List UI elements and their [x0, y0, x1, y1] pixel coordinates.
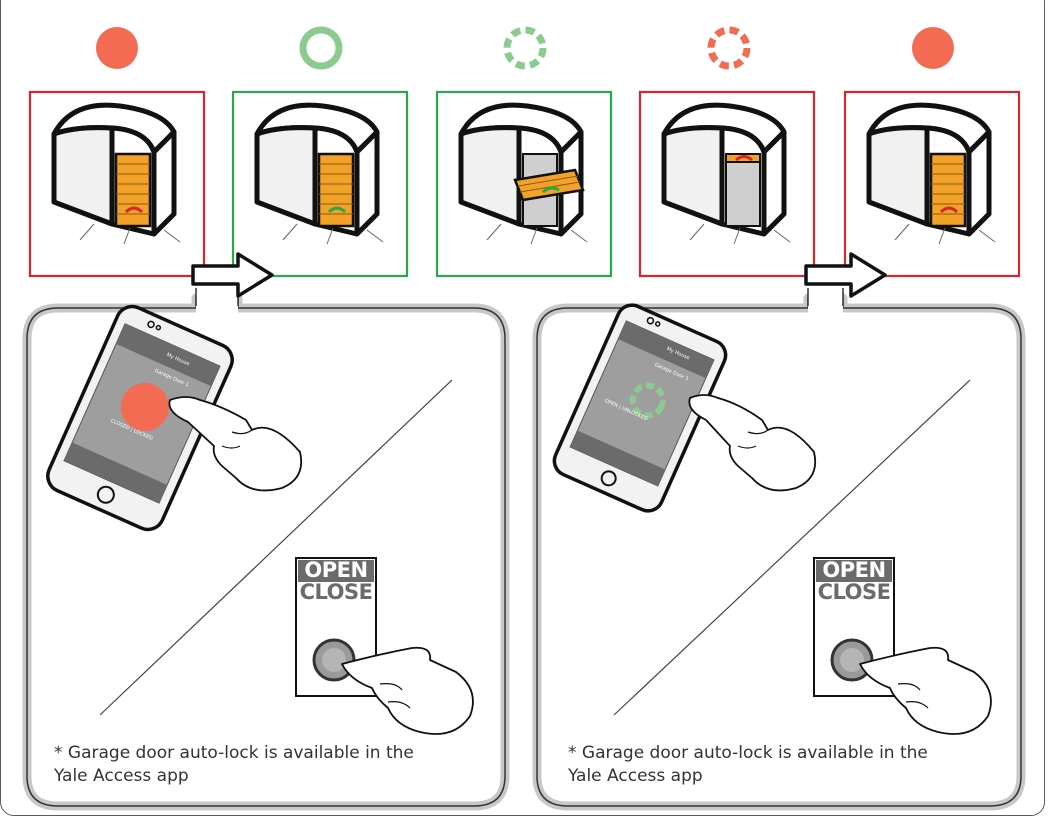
pointing-hand-icon: [859, 646, 992, 735]
smartphone-1: [46, 304, 234, 532]
pointing-hand-icon: [168, 396, 303, 492]
stage-frame-locked: [28, 90, 206, 278]
auto-lock-note: * Garage door auto-lock is available in …: [54, 743, 414, 786]
unlock-indicator-ring: [299, 26, 343, 70]
lock-control-button: [120, 383, 169, 432]
garage-closing-icon: [664, 105, 790, 244]
close-label: CLOSE: [816, 580, 892, 604]
garage-opening-icon: [461, 105, 587, 244]
garage-closed-icon: [257, 105, 383, 244]
stage-2: [231, 26, 409, 278]
pointing-hand-icon: [341, 646, 474, 735]
stage-frame-unlocked: [435, 90, 613, 278]
diagonal-divider: [613, 379, 971, 716]
stage-1: [28, 27, 206, 278]
lock-indicator-solid: [912, 27, 954, 69]
garage-closed-icon: [869, 105, 995, 244]
stage-3: [435, 26, 613, 278]
moving-control-indicator: [629, 382, 666, 419]
stage-5: [843, 27, 1021, 278]
pointing-hand-icon: [688, 394, 817, 492]
arrow-right-icon: [191, 252, 274, 298]
arrow-right-icon: [804, 252, 887, 298]
smartphone-2: [552, 303, 728, 513]
wall-button-label-1: OPEN CLOSE: [298, 560, 374, 604]
auto-lock-note: * Garage door auto-lock is available in …: [568, 743, 928, 786]
stage-frame-locked: [638, 90, 816, 278]
moving-indicator-dashed: [503, 26, 547, 70]
stage-4: [638, 26, 816, 278]
lock-indicator-solid: [96, 27, 138, 69]
open-label: OPEN: [298, 560, 374, 582]
garage-closed-icon: [54, 105, 180, 244]
diagonal-divider: [99, 379, 453, 716]
moving-indicator-dashed: [707, 26, 751, 70]
close-label: CLOSE: [298, 580, 374, 604]
stage-frame-locked: [843, 90, 1021, 278]
wall-button-label-2: OPEN CLOSE: [816, 560, 892, 604]
open-label: OPEN: [816, 560, 892, 582]
stage-frame-unlocked: [231, 90, 409, 278]
